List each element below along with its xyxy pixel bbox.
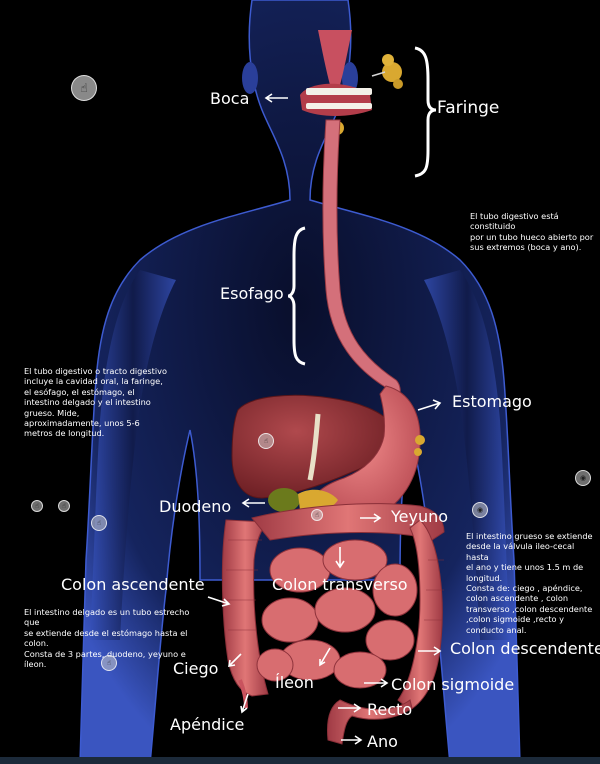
note-intestino-grueso: El intestino grueso se extiende desde la… — [466, 531, 593, 635]
label-colon-ascendente: Colon ascendente — [61, 575, 205, 594]
label-apendice: Apéndice — [170, 715, 245, 734]
note-tubo-hueco: El tubo digestivo está constituido por u… — [470, 211, 594, 253]
eye-icon[interactable]: ◉ — [575, 470, 591, 486]
label-faringe: Faringe — [437, 98, 500, 118]
body-silhouette — [79, 0, 521, 764]
label-colon-descendente: Colon descendente — [450, 639, 600, 658]
hand-pointer-icon[interactable]: ☝ — [258, 433, 274, 449]
label-colon-transverso: Colon transverso — [272, 575, 408, 594]
label-colon-sigmoide: Colon sigmoide — [391, 675, 515, 694]
note-tracto-digestivo: El tubo digestivo o tracto digestivo inc… — [24, 366, 168, 439]
hand-pointer-icon[interactable]: ☝ — [58, 500, 70, 512]
label-ciego: Ciego — [173, 659, 219, 678]
label-duodeno: Duodeno — [159, 497, 232, 516]
gallbladder-organ — [268, 488, 300, 512]
hand-pointer-icon[interactable]: ☝ — [71, 75, 97, 101]
label-arrows — [207, 93, 442, 745]
hand-pointer-icon[interactable]: ☝ — [101, 655, 117, 671]
label-ileon: Íleon — [275, 673, 314, 692]
liver-organ — [231, 394, 394, 499]
esophagus-bracket — [287, 226, 306, 366]
label-esofago: Esofago — [220, 284, 284, 303]
mouth-organ — [300, 30, 403, 135]
hand-pointer-icon[interactable]: ☝ — [311, 509, 323, 521]
eye-icon[interactable]: ◉ — [472, 502, 488, 518]
note-intestino-delgado: El intestino delgado es un tubo estrecho… — [24, 607, 190, 670]
label-yeyuno: Yeyuno — [391, 507, 449, 526]
hand-pointer-icon[interactable]: ☝ — [91, 515, 107, 531]
pharynx-bracket — [414, 46, 437, 178]
label-ano: Ano — [367, 732, 398, 751]
label-recto: Recto — [367, 700, 413, 719]
label-boca: Boca — [210, 89, 250, 108]
label-estomago: Estomago — [452, 392, 532, 411]
small-intestine-organ — [256, 539, 418, 689]
hand-pointer-icon[interactable]: ☝ — [31, 500, 43, 512]
bottom-bar — [0, 757, 600, 764]
esophagus-organ — [322, 119, 401, 399]
large-intestine-organ — [221, 503, 445, 745]
